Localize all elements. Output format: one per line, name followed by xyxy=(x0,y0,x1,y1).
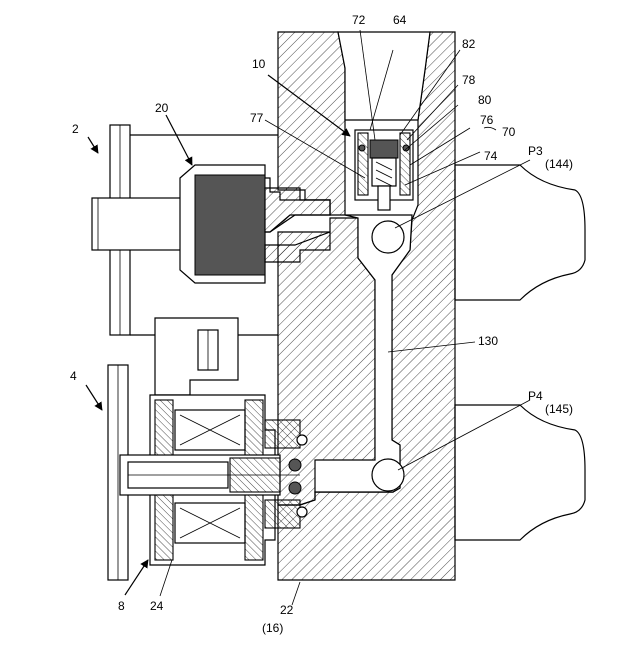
label-8: 8 xyxy=(118,599,125,613)
connector-housing xyxy=(155,318,238,395)
check-valve-assembly xyxy=(355,130,413,210)
passage-ball-lower xyxy=(372,459,404,491)
label-p3: P3 xyxy=(528,144,543,158)
label-72: 72 xyxy=(352,13,366,27)
label-10: 10 xyxy=(252,57,266,71)
label-4: 4 xyxy=(70,369,77,383)
port-p3-body xyxy=(455,165,585,300)
label-77: 77 xyxy=(250,111,264,125)
label-78: 78 xyxy=(462,73,476,87)
label-2: 2 xyxy=(72,122,79,136)
label-130: 130 xyxy=(478,334,498,348)
label-p4: P4 xyxy=(528,389,543,403)
label-24: 24 xyxy=(150,599,164,613)
label-74: 74 xyxy=(484,149,498,163)
top-bore xyxy=(338,32,430,120)
label-16: (16) xyxy=(262,621,283,635)
label-80: 80 xyxy=(478,93,492,107)
label-20: 20 xyxy=(155,101,169,115)
port-p4-body xyxy=(455,405,585,540)
label-82: 82 xyxy=(462,37,476,51)
label-22: 22 xyxy=(280,603,294,617)
label-76: 76 xyxy=(480,113,494,127)
label-p3-number: (144) xyxy=(545,157,573,171)
label-p4-number: (145) xyxy=(545,402,573,416)
label-70: 70 xyxy=(502,125,516,139)
label-64: 64 xyxy=(393,13,407,27)
